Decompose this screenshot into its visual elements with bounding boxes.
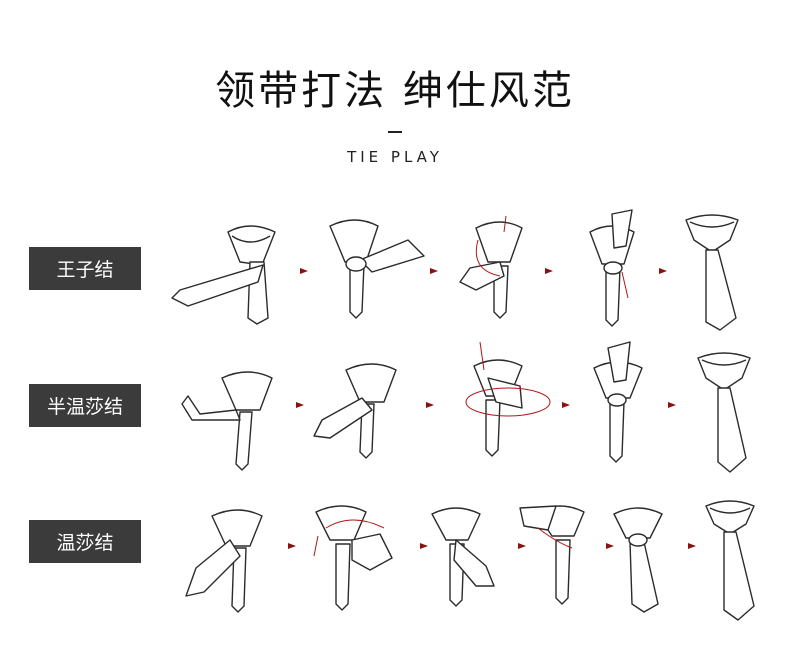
windsor-step-2 bbox=[313, 505, 393, 611]
knot-label-prince: 王子结 bbox=[29, 247, 141, 290]
prince-step-4 bbox=[589, 209, 635, 327]
knot-label-windsor: 温莎结 bbox=[29, 520, 141, 563]
prince-step-3 bbox=[459, 215, 523, 319]
half-windsor-step-3 bbox=[465, 341, 551, 457]
half-windsor-step-5 bbox=[697, 352, 751, 473]
step-arrow bbox=[659, 268, 667, 274]
step-arrow bbox=[420, 543, 428, 549]
step-arrow bbox=[296, 402, 304, 408]
windsor-step-6 bbox=[705, 500, 755, 621]
step-arrow bbox=[668, 402, 676, 408]
step-arrow bbox=[518, 543, 526, 549]
step-arrow bbox=[688, 543, 696, 549]
title-divider bbox=[388, 131, 402, 133]
step-arrow bbox=[300, 268, 308, 274]
step-arrow bbox=[562, 402, 570, 408]
prince-step-2 bbox=[329, 219, 425, 319]
half-windsor-step-1 bbox=[181, 371, 273, 471]
prince-step-5 bbox=[685, 214, 739, 331]
step-arrow bbox=[430, 268, 438, 274]
step-arrow bbox=[426, 402, 434, 408]
step-arrow bbox=[606, 543, 614, 549]
windsor-step-5 bbox=[613, 507, 663, 613]
knot-label-half-windsor: 半温莎结 bbox=[29, 384, 141, 427]
windsor-step-4 bbox=[519, 505, 585, 605]
page-title: 领带打法 绅仕风范 bbox=[215, 68, 575, 114]
step-arrow bbox=[288, 543, 296, 549]
windsor-step-3 bbox=[431, 507, 495, 607]
page-subtitle: TIE PLAY bbox=[347, 148, 443, 166]
prince-step-1 bbox=[171, 225, 276, 325]
windsor-step-1 bbox=[185, 509, 263, 613]
step-arrow bbox=[545, 268, 553, 274]
half-windsor-step-4 bbox=[593, 341, 643, 463]
half-windsor-step-2 bbox=[313, 363, 397, 459]
